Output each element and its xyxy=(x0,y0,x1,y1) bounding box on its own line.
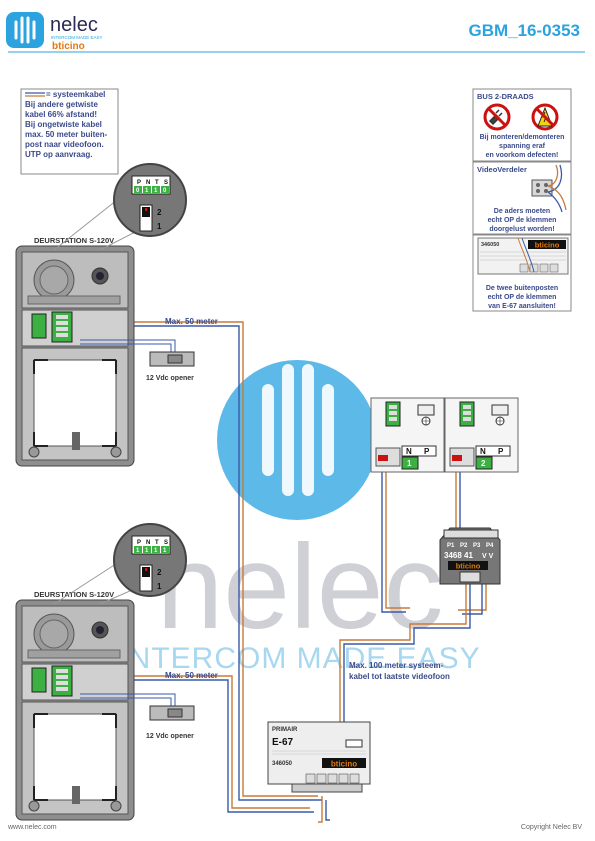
station1-digit-n: 1 xyxy=(145,188,149,194)
door-opener-2: 12 Vdc opener xyxy=(80,693,195,740)
videoverdeler-title: VideoVerdeler xyxy=(477,165,527,174)
note-line1: = systeemkabel xyxy=(46,90,105,99)
monitor2-digit: 2 xyxy=(481,459,486,468)
station2-title: DEURSTATION S-120V xyxy=(34,590,114,599)
videoverdeler-line1: De aders moeten xyxy=(494,208,550,215)
station1-switch-1: 1 xyxy=(157,222,162,231)
station2-switch-1: 1 xyxy=(157,582,162,591)
station1-terminals xyxy=(31,311,73,343)
e67-note-line2: echt OP de klemmen xyxy=(488,294,557,301)
station1-term-n: N xyxy=(146,180,150,186)
no-voltage-icon xyxy=(531,103,559,131)
note-line7: UTP op aanvraag. xyxy=(25,150,92,159)
station2-terminals xyxy=(31,665,73,697)
station2-term-s: S xyxy=(164,540,168,546)
dist-port-2: P2 xyxy=(460,543,468,549)
station1-cable-label: Max. 50 meter xyxy=(165,317,218,326)
logo-sub: bticino xyxy=(52,41,85,52)
video-monitor-2: N P 2 xyxy=(444,397,519,473)
no-plug-icon xyxy=(483,103,511,131)
dist-port-1: P1 xyxy=(447,543,455,549)
station1-digit-s: 0 xyxy=(163,188,167,194)
logo-tagline: INTERCOM MADE EASY xyxy=(51,35,103,40)
power-supply-e67: PRIMAIR E-67 346050 bticino xyxy=(267,721,371,793)
station2-term-t: T xyxy=(155,540,159,546)
note-line4: Bij ongetwiste kabel xyxy=(25,120,102,129)
dist-code: 3468 41 xyxy=(444,551,473,560)
e67-note-box: 346050 bticino De twee buitenposten echt… xyxy=(472,234,572,312)
dist-port-3: P3 xyxy=(473,543,481,549)
system-cables xyxy=(80,321,487,823)
footer-website: www.nelec.com xyxy=(7,824,57,831)
videoverdeler-box: VideoVerdeler De aders moeten echt OP de… xyxy=(472,161,572,235)
note-line3: kabel 66% afstand! xyxy=(25,110,97,119)
monitor2-p: P xyxy=(498,447,504,456)
door-station-2: DEURSTATION S-120V P N T S 1 1 1 xyxy=(15,523,187,821)
ps-label: PRIMAIR xyxy=(272,727,298,733)
monitor1-n: N xyxy=(406,447,412,456)
warning-line1: Bij monteren/demonteren xyxy=(480,134,565,141)
video-distributor: P1 P2 P3 P4 3468 41 V V bticino xyxy=(439,527,501,585)
video-monitor-1: N P 1 xyxy=(370,397,445,473)
station2-digit-n: 1 xyxy=(145,548,149,554)
station2-term-p: P xyxy=(137,540,141,546)
station2-cable-label: Max. 50 meter xyxy=(165,671,218,680)
warning-line3: en voorkom defecten! xyxy=(486,152,559,159)
nelec-logo: nelec INTERCOM MADE EASY bticino xyxy=(6,12,103,52)
station2-digit-t: 1 xyxy=(154,548,158,554)
bus-warning-box: BUS 2-DRAADS Bij monteren/demonteren spa… xyxy=(472,88,572,162)
station1-switch-2: 2 xyxy=(157,208,162,217)
dist-vv: V V xyxy=(482,553,494,560)
ps-model: E-67 xyxy=(272,737,294,748)
station2-switch-2: 2 xyxy=(157,568,162,577)
dist-port-4: P4 xyxy=(486,543,494,549)
footer-copyright: Copyright Nelec BV xyxy=(521,824,582,831)
station1-digit-t: 1 xyxy=(154,188,158,194)
note-line2: Bij andere getwiste xyxy=(25,100,98,109)
note-line5: max. 50 meter buiten- xyxy=(25,130,108,139)
station1-title: DEURSTATION S-120V xyxy=(34,236,114,245)
door-station-1: DEURSTATION S-120V P N T S 0 1 xyxy=(15,163,187,467)
e67-note-code: 346050 xyxy=(481,242,499,248)
station2-digit-p: 1 xyxy=(136,548,140,554)
max100-line2: kabel tot laatste videofoon xyxy=(349,672,450,681)
e67-note-line1: De twee buitenposten xyxy=(486,285,558,292)
station2-term-n: N xyxy=(146,540,150,546)
system-cable-note: = systeemkabel Bij andere getwiste kabel… xyxy=(20,88,119,175)
station1-digit-p: 0 xyxy=(136,188,140,194)
monitor1-digit: 1 xyxy=(407,459,412,468)
max100-line1: Max. 100 meter systeem- xyxy=(349,661,444,670)
ps-brand: bticino xyxy=(331,760,357,769)
ps-code: 346050 xyxy=(272,761,293,767)
dist-brand: bticino xyxy=(456,562,481,571)
door-opener-1: 12 Vdc opener xyxy=(80,339,195,382)
videoverdeler-line3: doorgelust worden! xyxy=(489,226,554,233)
warning-title: BUS 2-DRAADS xyxy=(477,92,534,101)
station2-digit-s: 1 xyxy=(163,548,167,554)
watermark-tagline: INTERCOM MADE EASY xyxy=(119,642,480,675)
station1-term-s: S xyxy=(164,180,168,186)
note-line6: post naar videofoon. xyxy=(25,140,104,149)
monitor2-n: N xyxy=(480,447,486,456)
station1-term-p: P xyxy=(137,180,141,186)
logo-name: nelec xyxy=(50,14,98,36)
monitor1-p: P xyxy=(424,447,430,456)
watermark: nelec INTERCOM MADE EASY xyxy=(119,360,480,675)
e67-note-brand: bticino xyxy=(535,241,560,250)
e67-note-line3: van E-67 aansluiten! xyxy=(488,303,556,310)
station1-opener-label: 12 Vdc opener xyxy=(146,375,194,382)
warning-line2: spanning eraf xyxy=(499,143,546,150)
watermark-word: nelec xyxy=(157,520,444,654)
videoverdeler-line2: echt OP de klemmen xyxy=(488,217,557,224)
station1-term-t: T xyxy=(155,180,159,186)
station2-opener-label: 12 Vdc opener xyxy=(146,733,194,740)
doc-code: GBM_16-0353 xyxy=(468,21,580,40)
